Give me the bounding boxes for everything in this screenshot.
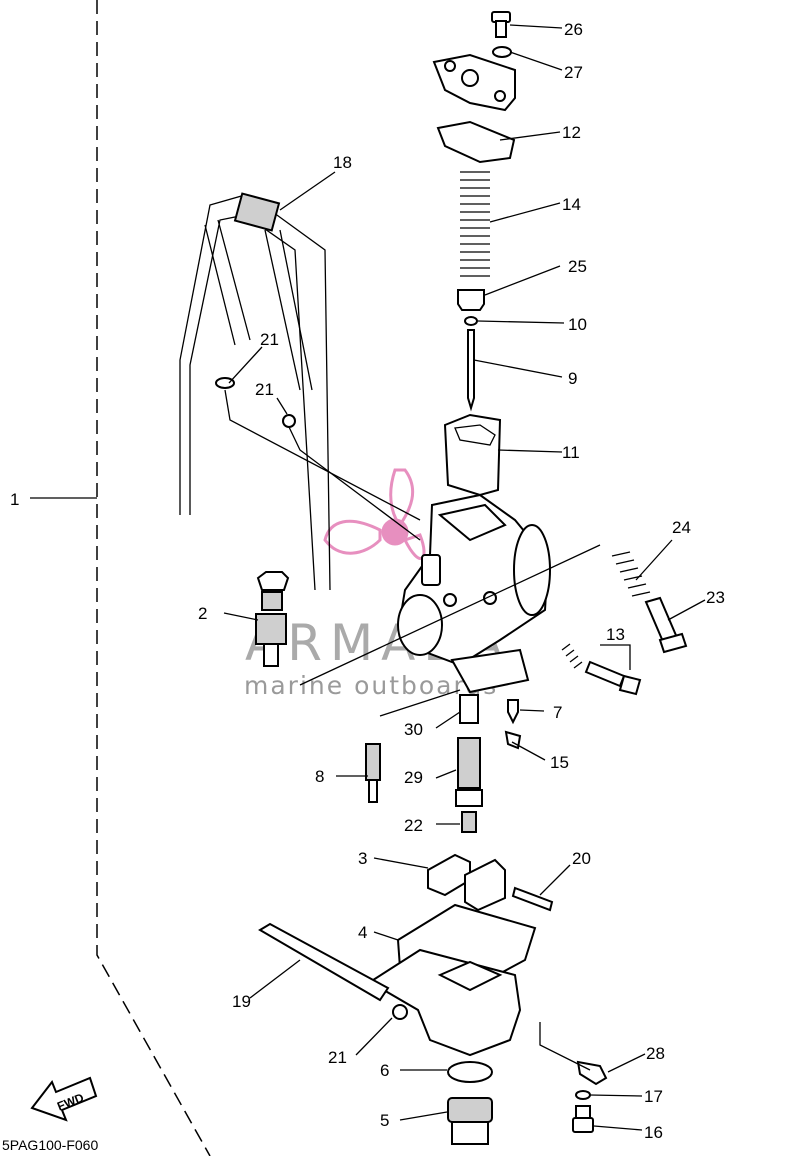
part-10-clip xyxy=(464,316,478,326)
callout-21c: 21 xyxy=(328,1048,347,1067)
part-top-cap xyxy=(432,53,516,112)
callout-21b: 21 xyxy=(255,380,274,399)
callout-5: 5 xyxy=(380,1111,389,1130)
watermark-tagline: marine outboards xyxy=(244,671,498,700)
callout-26: 26 xyxy=(564,20,583,39)
part-26-screw xyxy=(491,11,511,38)
part-27-washer xyxy=(492,46,512,58)
callout-4: 4 xyxy=(358,923,367,942)
part-float-bowl xyxy=(368,948,522,1057)
part-12-gasket xyxy=(436,120,516,164)
callout-2: 2 xyxy=(198,604,207,623)
part-21-clip-c xyxy=(392,1004,408,1020)
callout-16: 16 xyxy=(644,1123,663,1142)
callout-28: 28 xyxy=(646,1044,665,1063)
part-11-cutout xyxy=(454,424,496,446)
callout-30: 30 xyxy=(404,720,423,739)
part-21-clip-b xyxy=(282,414,296,428)
part-20-float-pin xyxy=(511,886,554,912)
part-body-lower xyxy=(450,648,530,694)
part-22-main-jet xyxy=(461,811,477,833)
part-23-screw xyxy=(644,596,688,654)
part-21-clip-a xyxy=(215,377,235,389)
callout-3: 3 xyxy=(358,849,367,868)
callout-20: 20 xyxy=(572,849,591,868)
diagram-code: 5PAG100-F060 xyxy=(2,1137,98,1153)
fwd-arrow-icon: FWD xyxy=(30,1076,98,1122)
callout-24: 24 xyxy=(672,518,691,537)
part-8-pilot-jet xyxy=(365,743,381,803)
callout-11: 11 xyxy=(562,443,580,462)
callout-1: 1 xyxy=(10,490,19,509)
callout-9: 9 xyxy=(568,369,577,388)
callout-25: 25 xyxy=(568,257,587,276)
part-17-washer xyxy=(575,1090,591,1100)
callout-27: 27 xyxy=(564,63,583,82)
part-30-needle-jet xyxy=(459,694,479,724)
callout-6: 6 xyxy=(380,1061,389,1080)
callout-19: 19 xyxy=(232,992,251,1011)
callout-18: 18 xyxy=(333,153,352,172)
part-18-vent-hose xyxy=(179,192,331,591)
callout-17: 17 xyxy=(644,1087,663,1106)
part-6-o-ring xyxy=(447,1061,493,1083)
part-11-throttle-valve xyxy=(443,413,502,497)
part-28-bracket xyxy=(576,1060,608,1086)
callout-10: 10 xyxy=(568,315,587,334)
callout-22: 22 xyxy=(404,816,423,835)
part-16-screw xyxy=(572,1105,594,1133)
part-29-main-jet-holder xyxy=(455,737,483,807)
assembly-boundary xyxy=(96,0,211,1156)
callout-12: 12 xyxy=(562,123,581,142)
callout-15: 15 xyxy=(550,753,569,772)
part-3-float xyxy=(427,853,506,912)
part-9-needle xyxy=(467,329,475,412)
callout-13: 13 xyxy=(606,625,625,644)
leader-lines xyxy=(30,24,706,1131)
callout-labels: 1 2 3 4 5 6 7 8 9 10 11 12 13 14 15 16 1… xyxy=(10,20,725,1142)
part-14-spring xyxy=(460,171,490,277)
part-24-spring xyxy=(611,551,651,597)
callout-21a: 21 xyxy=(260,330,279,349)
part-7-float-valve xyxy=(507,699,519,725)
part-25-retainer xyxy=(457,289,485,311)
callout-8: 8 xyxy=(315,767,324,786)
callout-7: 7 xyxy=(553,703,562,722)
callout-14: 14 xyxy=(562,195,581,214)
part-carburetor-body xyxy=(397,493,551,667)
part-19-drain-hose xyxy=(258,922,390,1002)
part-13-screw-spring xyxy=(561,643,642,696)
part-5-drain-plug xyxy=(447,1097,493,1145)
callout-29: 29 xyxy=(404,768,423,787)
part-2-pilot-screw xyxy=(255,571,290,667)
callout-23: 23 xyxy=(706,588,725,607)
